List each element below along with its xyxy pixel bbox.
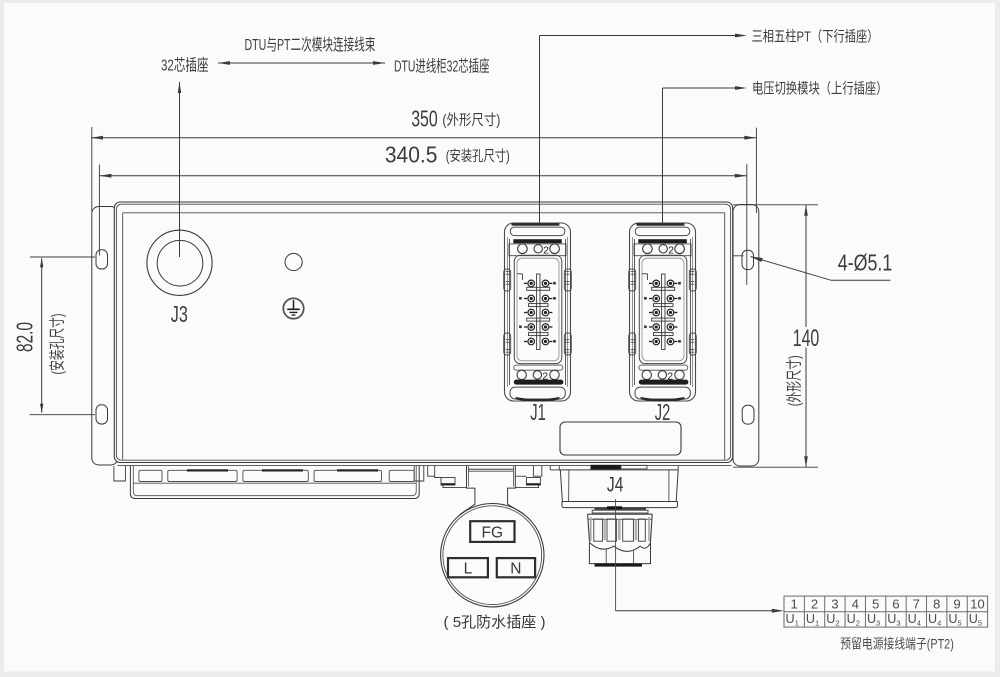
svg-text:340.5: 340.5 [385, 141, 438, 167]
svg-text:预留电源接线端子(PT2): 预留电源接线端子(PT2) [840, 636, 954, 652]
svg-text:3: 3 [831, 596, 838, 611]
svg-text:2: 2 [811, 596, 818, 611]
svg-text:( 5孔防水插座 ): ( 5孔防水插座 ) [444, 614, 546, 631]
svg-text:(外形尺寸): (外形尺寸) [442, 112, 500, 129]
svg-text:2: 2 [542, 370, 548, 382]
svg-text:(安装孔尺寸): (安装孔尺寸) [446, 148, 510, 165]
svg-text:2: 2 [668, 244, 674, 256]
svg-text:DTU进线柜32芯插座: DTU进线柜32芯插座 [394, 58, 490, 76]
svg-text:4: 4 [852, 596, 859, 611]
svg-text:2: 2 [543, 244, 549, 256]
svg-text:电压切换模块（上行插座）: 电压切换模块（上行插座） [752, 81, 888, 98]
svg-text:7: 7 [913, 596, 920, 611]
svg-text:三相五柱PT（下行插座）: 三相五柱PT（下行插座） [752, 29, 879, 46]
svg-text:9: 9 [953, 596, 960, 611]
svg-text:5: 5 [872, 596, 879, 611]
svg-text:6: 6 [892, 596, 899, 611]
svg-text:(外形尺寸): (外形尺寸) [786, 355, 804, 406]
svg-text:L: L [464, 560, 473, 577]
svg-text:2: 2 [667, 370, 673, 382]
svg-text:4-Ø5.1: 4-Ø5.1 [838, 249, 893, 275]
svg-text:FG: FG [482, 524, 504, 541]
svg-text:350: 350 [411, 106, 438, 132]
svg-text:J1: J1 [530, 399, 546, 425]
svg-text:8: 8 [933, 596, 940, 611]
svg-text:32芯插座: 32芯插座 [161, 57, 209, 75]
svg-text:DTU与PT二次模块连接线束: DTU与PT二次模块连接线束 [245, 36, 376, 54]
svg-text:J2: J2 [655, 399, 671, 425]
svg-text:10: 10 [970, 596, 985, 611]
svg-text:J3: J3 [171, 301, 188, 327]
svg-text:N: N [510, 560, 521, 577]
svg-text:1: 1 [791, 596, 798, 611]
svg-text:J4: J4 [607, 474, 624, 497]
svg-text:82.0: 82.0 [11, 322, 37, 352]
svg-text:(安装孔尺寸): (安装孔尺寸) [48, 314, 66, 375]
